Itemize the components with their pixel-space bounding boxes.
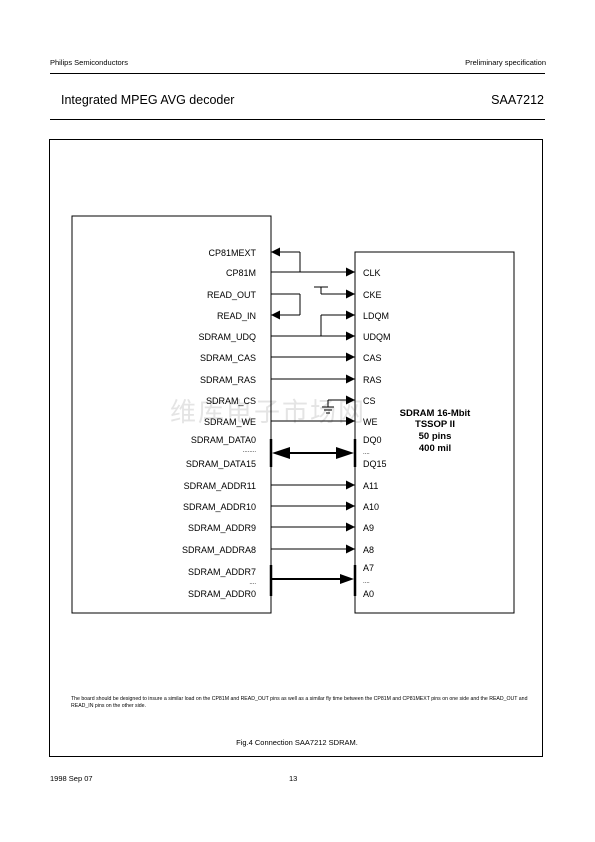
- pin-read-in: READ_IN: [217, 311, 256, 321]
- pin-sdram-data15: SDRAM_DATA15: [186, 459, 256, 469]
- document-title: Integrated MPEG AVG decoder: [61, 93, 235, 107]
- header-rule: [50, 73, 545, 74]
- pin-ras: RAS: [363, 375, 382, 385]
- pin-cp81mext: CP81MEXT: [208, 248, 256, 258]
- pin-dq15: DQ15: [363, 459, 387, 469]
- left-dots: ........: [243, 448, 257, 454]
- pin-sdram-addr7: SDRAM_ADDR7: [188, 567, 256, 577]
- pin-cp81m: CP81M: [226, 268, 256, 278]
- watermark: 维库电子市场网: [170, 398, 367, 428]
- pin-a7: A7: [363, 563, 374, 573]
- figure-note: The board should be designed to insure a…: [71, 696, 528, 709]
- right-dots: ....: [363, 450, 370, 456]
- pin-udqm: UDQM: [363, 332, 391, 342]
- header-doc-status: Preliminary specification: [465, 58, 546, 67]
- pin-sdram-data0: SDRAM_DATA0: [191, 435, 256, 445]
- decoder-chip-box: [71, 215, 272, 614]
- pin-read-out: READ_OUT: [207, 290, 257, 300]
- pin-cas: CAS: [363, 353, 382, 363]
- footer-date: 1998 Sep 07: [50, 774, 93, 783]
- pin-cs: CS: [363, 396, 376, 406]
- chip-label-line2: TSSOP II: [415, 419, 455, 430]
- pin-sdram-addr10: SDRAM_ADDR10: [183, 502, 256, 512]
- pin-a8: A8: [363, 545, 374, 555]
- pin-we: WE: [363, 417, 378, 427]
- pin-a0: A0: [363, 589, 374, 599]
- chip-label-line1: SDRAM 16-Mbit: [400, 408, 472, 419]
- pin-sdram-cs: SDRAM_CS: [206, 396, 256, 406]
- pin-sdram-addra8: SDRAM_ADDRA8: [182, 545, 256, 555]
- figure-frame: [49, 139, 543, 757]
- figure-caption: Fig.4 Connection SAA7212 SDRAM.: [236, 738, 358, 747]
- sdram-chip-box: [354, 251, 515, 614]
- pin-sdram-ras: SDRAM_RAS: [200, 375, 256, 385]
- chip-label-line4: 400 mil: [419, 443, 451, 454]
- pin-clk: CLK: [363, 268, 381, 278]
- page-number: 13: [289, 774, 298, 783]
- chip-label-line3: 50 pins: [419, 431, 452, 442]
- pin-a9: A9: [363, 523, 374, 533]
- data-bus-arrow-right: [336, 447, 354, 459]
- left-dots-addr: ....: [249, 580, 256, 586]
- title-rule: [50, 119, 545, 120]
- pin-sdram-udq: SDRAM_UDQ: [198, 332, 256, 342]
- pin-sdram-addr0: SDRAM_ADDR0: [188, 589, 256, 599]
- right-dots-addr: ....: [363, 579, 370, 585]
- pin-sdram-we: SDRAM_WE: [204, 417, 256, 427]
- pin-sdram-cas: SDRAM_CAS: [200, 353, 256, 363]
- pin-cke: CKE: [363, 290, 382, 300]
- pin-sdram-addr9: SDRAM_ADDR9: [188, 523, 256, 533]
- pin-ldqm: LDQM: [363, 311, 389, 321]
- address-bus-arrow: [340, 574, 354, 584]
- data-bus-arrow-left: [272, 447, 290, 459]
- part-number: SAA7212: [491, 93, 544, 107]
- pin-a10: A10: [363, 502, 379, 512]
- pin-a11: A11: [363, 481, 378, 491]
- pin-dq0: DQ0: [363, 435, 382, 445]
- header-company: Philips Semiconductors: [50, 58, 128, 67]
- pin-sdram-addr11: SDRAM_ADDR11: [184, 481, 256, 491]
